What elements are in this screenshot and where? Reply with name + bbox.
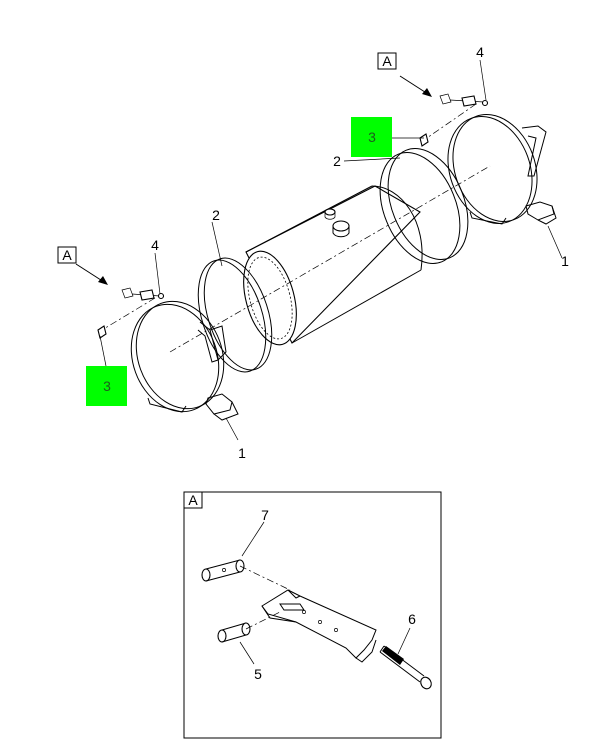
ref-box-a-left[interactable] <box>57 246 77 264</box>
hardware-right <box>419 93 489 147</box>
strap-bracket-left <box>130 300 239 421</box>
leader-bolt-detail <box>397 627 411 655</box>
callout-ref-a-left: A <box>62 247 72 263</box>
arrow-a-top <box>399 75 429 95</box>
detail-bolt <box>379 645 432 690</box>
detail-a-label: A <box>188 492 198 508</box>
callout-bolt-left[interactable]: 3 <box>103 378 111 394</box>
highlight-bolt-left[interactable] <box>86 366 127 406</box>
callout-pin-lower: 5 <box>254 666 262 682</box>
pin-lower <box>217 622 251 643</box>
callout-nut-right: 4 <box>476 44 484 60</box>
callout-clamp-ring-left: 2 <box>212 207 220 223</box>
fuel-tank <box>243 185 423 346</box>
detail-dash-upper <box>239 565 291 591</box>
callout-strap-right: 1 <box>561 253 569 269</box>
centre-line <box>169 165 491 353</box>
callout-bolt-right[interactable]: 3 <box>368 129 376 145</box>
callout-bolt-detail: 6 <box>408 611 416 627</box>
detail-a-label-box <box>183 491 203 509</box>
detail-dash-lower <box>245 611 281 630</box>
callout-strap-left: 1 <box>238 445 246 461</box>
strap-bracket-right <box>447 114 557 225</box>
callout-clamp-ring-right: 2 <box>333 153 341 169</box>
detail-a-panel: A <box>183 491 442 739</box>
leader-pin-upper <box>241 521 265 557</box>
pin-upper <box>201 559 245 582</box>
hardware-left <box>97 287 165 339</box>
callout-ref-a-top: A <box>382 53 392 69</box>
callout-nut-left: 4 <box>151 237 159 253</box>
leader-lines <box>99 59 563 441</box>
highlight-bolt-right[interactable] <box>351 117 392 157</box>
arrow-a-top-head <box>422 88 432 97</box>
ref-box-a-top[interactable] <box>377 52 397 70</box>
arrow-a-left <box>75 263 105 283</box>
arrow-a-left-head <box>98 276 108 285</box>
detail-bracket <box>261 589 377 663</box>
leader-pin-lower <box>239 641 255 665</box>
callout-pin-upper: 7 <box>261 507 269 523</box>
